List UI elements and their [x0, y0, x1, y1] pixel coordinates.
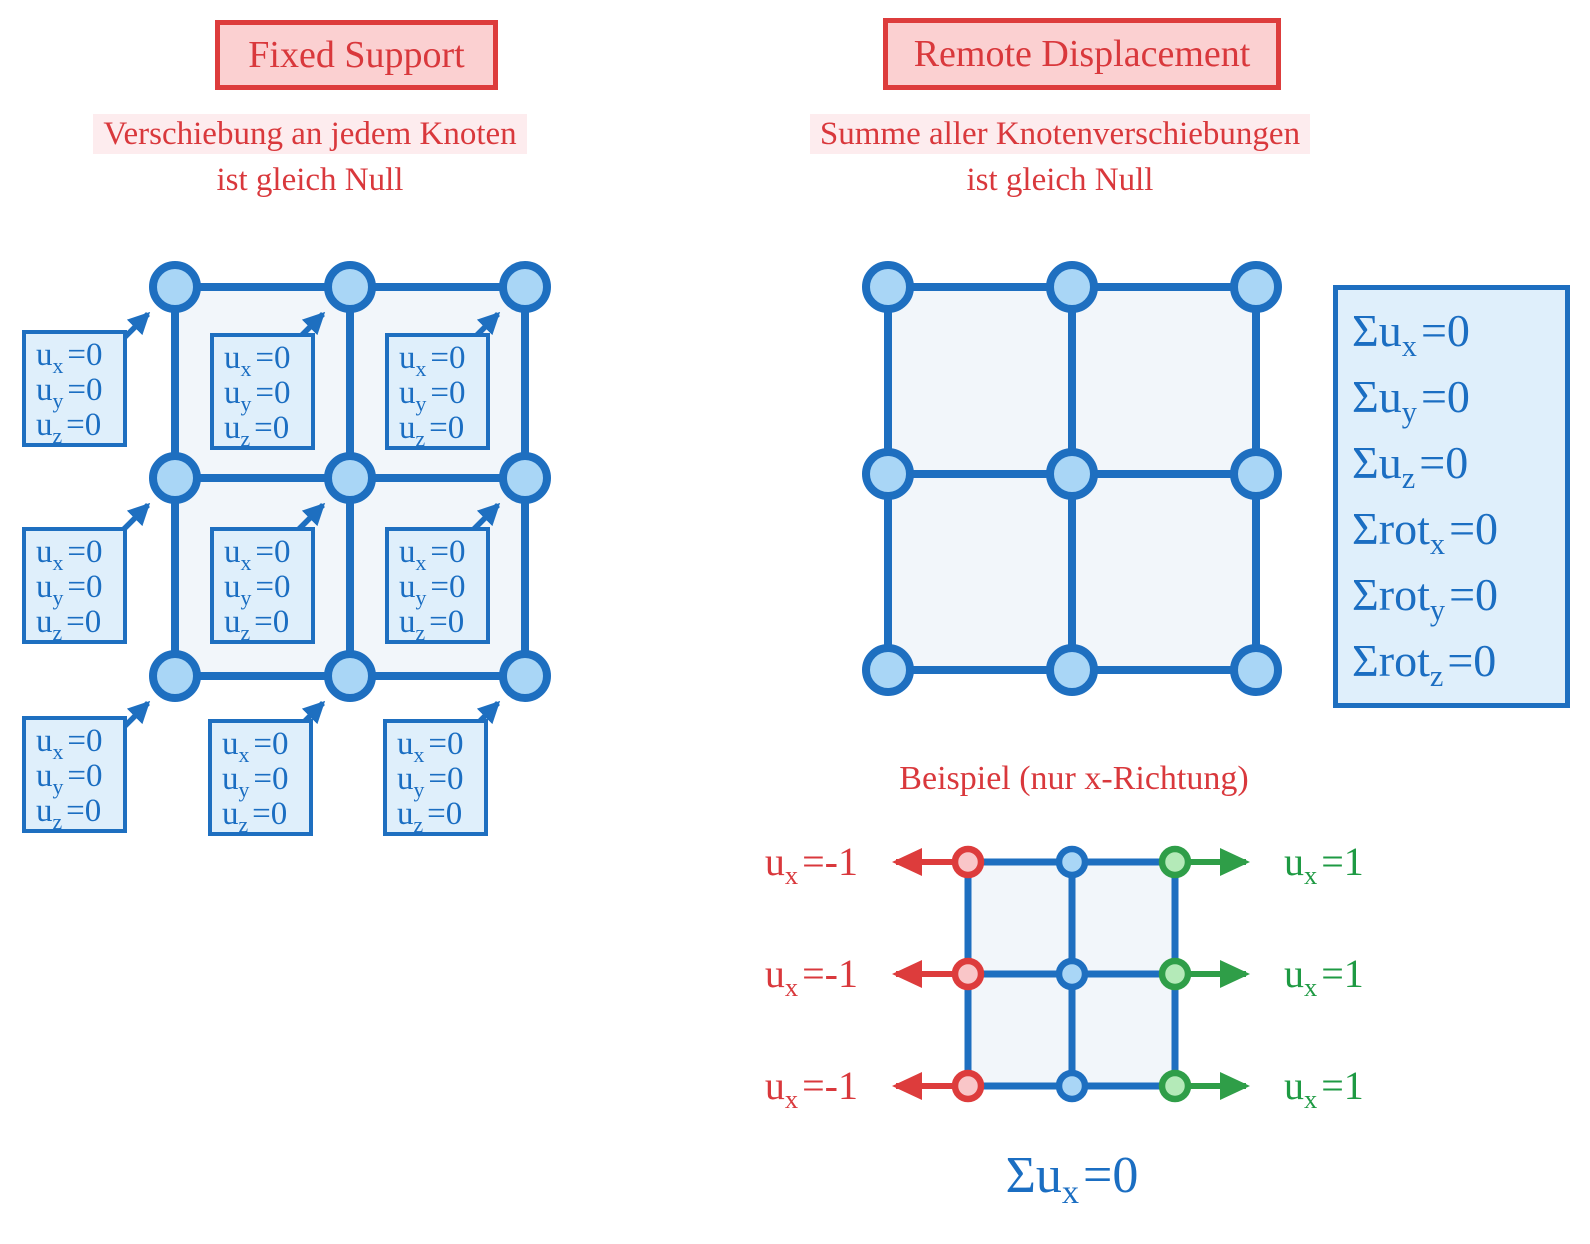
- remote-displacement-title-label: Remote Displacement: [913, 33, 1251, 75]
- constraint-line: ux=0: [222, 726, 289, 767]
- constraint-line: ux=0: [224, 340, 291, 381]
- constraint-line: ux=0: [224, 534, 291, 575]
- fixed-support-title: Fixed Support: [215, 20, 498, 90]
- subtitle-line: Verschiebung an jedem Knoten: [10, 111, 610, 157]
- constraint-line: uy=0: [36, 372, 103, 413]
- constraint-line: uy=0: [397, 761, 464, 802]
- constraint-line: ux=0: [36, 534, 103, 575]
- constraint-line: uz=0: [399, 604, 465, 645]
- constraint-line: ux=0: [36, 337, 103, 378]
- constraint-line: uz=0: [36, 793, 102, 834]
- subtitle-line: ist gleich Null: [966, 162, 1154, 198]
- constraint-line: uy=0: [399, 569, 466, 610]
- example-right-displacement-label: ux=1: [1284, 839, 1364, 890]
- positive-x-arrows: [1190, 848, 1250, 1100]
- negative-x-arrows: [892, 848, 952, 1100]
- example-right-displacement-label: ux=1: [1284, 1063, 1364, 1114]
- mesh-nodes: [862, 261, 1282, 696]
- constraint-line: uz=0: [36, 407, 102, 448]
- sum-equation-row: Σuy=0: [1352, 371, 1470, 430]
- constraint-line: ux=0: [399, 534, 466, 575]
- constraint-line: uy=0: [36, 569, 103, 610]
- constraint-line: uy=0: [399, 375, 466, 416]
- constraint-line: uz=0: [36, 604, 102, 645]
- constraint-line: uz=0: [399, 410, 465, 451]
- mesh-nodes: [149, 261, 551, 702]
- example-mesh: [892, 845, 1250, 1103]
- constraint-line: ux=0: [36, 723, 103, 764]
- constraint-line: uy=0: [222, 761, 289, 802]
- fixed-support-title-label: Fixed Support: [248, 34, 465, 76]
- example-left-displacement-label: ux=-1: [764, 951, 858, 1002]
- remote-displacement-mesh: [862, 261, 1282, 696]
- constraint-line: uy=0: [224, 375, 291, 416]
- sum-equation-row: Σrotz=0: [1352, 635, 1497, 694]
- subtitle-line: ist gleich Null: [216, 162, 404, 198]
- constraint-line: ux=0: [397, 726, 464, 767]
- example-heading: Beispiel (nur x-Richtung): [899, 760, 1249, 797]
- constraint-line: uz=0: [224, 410, 290, 451]
- constraint-pointer-arrows: [121, 311, 501, 730]
- sum-equation-row: Σrotx=0: [1352, 503, 1499, 562]
- subtitle-line: Summe aller Knotenverschiebungen: [760, 111, 1360, 157]
- constraint-line: uy=0: [224, 569, 291, 610]
- example-left-displacement-label: ux=-1: [764, 1063, 858, 1114]
- example-left-displacement-label: ux=-1: [764, 839, 858, 890]
- constraint-line: uz=0: [224, 604, 290, 645]
- fixed-support-subtitle: Verschiebung an jedem Knoten ist gleich …: [10, 111, 610, 203]
- constraint-line: ux=0: [399, 340, 466, 381]
- sum-equation-row: Σux=0: [1352, 305, 1470, 364]
- constraint-line: uy=0: [36, 758, 103, 799]
- remote-displacement-subtitle: Summe aller Knotenverschiebungen ist gle…: [760, 111, 1360, 203]
- sum-equation-row: Σroty=0: [1352, 569, 1499, 628]
- remote-displacement-title: Remote Displacement: [883, 18, 1281, 90]
- sum-equation-row: Σuz=0: [1352, 437, 1469, 496]
- constraint-line: uz=0: [222, 796, 288, 837]
- example-right-displacement-label: ux=1: [1284, 951, 1364, 1002]
- example-sum-equation: Σux=0: [1005, 1147, 1139, 1212]
- constraint-line: uz=0: [397, 796, 463, 837]
- example-mesh-nodes: [951, 845, 1192, 1103]
